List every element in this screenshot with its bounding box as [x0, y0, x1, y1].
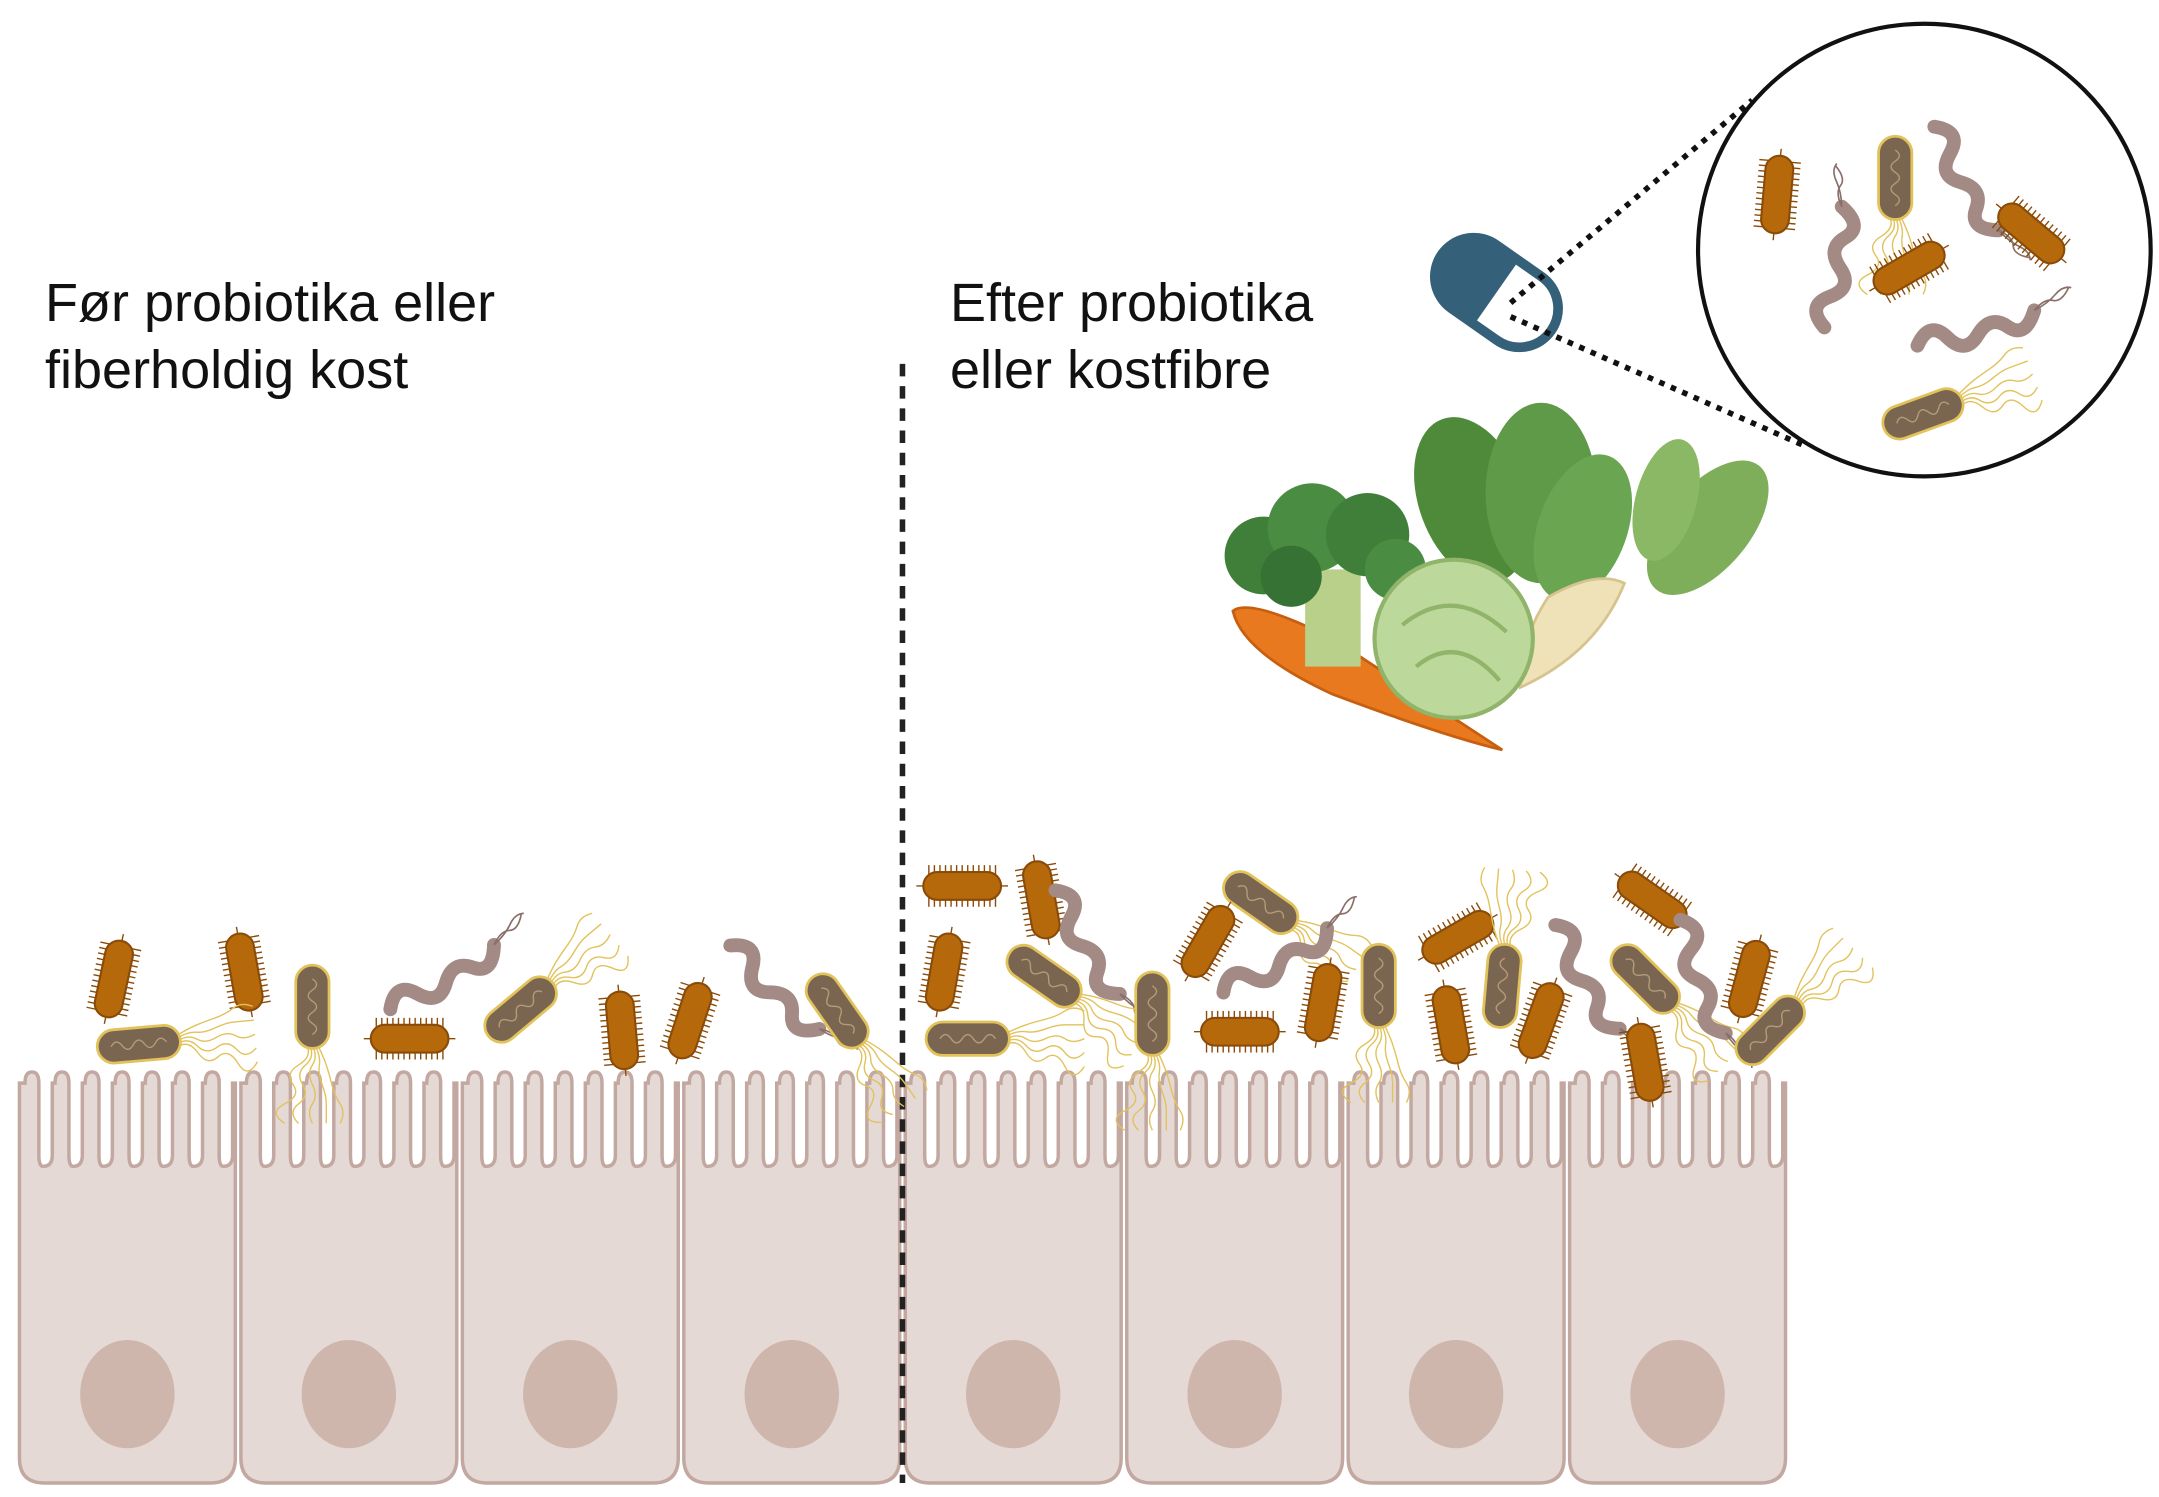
flagellated-bacterium	[1115, 970, 1184, 1131]
rod-bacterium	[1753, 148, 1801, 241]
rod-bacterium	[1417, 902, 1498, 973]
epithelium	[17, 1070, 1788, 1485]
epithelial-cell	[17, 1070, 238, 1485]
flagellated-bacterium	[1881, 347, 2043, 441]
epithelial-cell	[1346, 1070, 1566, 1485]
spiral-bacterium	[383, 912, 524, 1017]
flagellated-bacterium	[1341, 942, 1410, 1104]
rod-bacterium	[1296, 957, 1350, 1048]
spiral-bacterium	[1910, 286, 2072, 353]
parsnip-icon	[1518, 577, 1627, 690]
rod-bacterium	[86, 934, 142, 1024]
epithelial-cell	[1124, 1070, 1345, 1485]
before-label-line1: Før probiotika eller	[45, 273, 496, 333]
flagellated-bacterium	[483, 912, 629, 1044]
rod-bacterium	[1509, 977, 1573, 1064]
nucleus	[744, 1339, 839, 1449]
flagellated-bacterium	[1480, 866, 1549, 1029]
after-label: Efter probiotika eller kostfibre	[950, 270, 1313, 404]
flagellated-bacterium	[1609, 943, 1749, 1083]
rod-bacterium	[1720, 934, 1779, 1024]
spiral-bacterium	[1927, 119, 2032, 261]
flagellated-bacterium	[804, 972, 928, 1124]
after-label-line2: eller kostfibre	[950, 340, 1272, 400]
cabbage-icon	[1372, 557, 1535, 721]
rod-bacterium	[917, 926, 971, 1018]
rod-bacterium	[1172, 901, 1243, 982]
epithelial-cell	[682, 1070, 902, 1485]
rod-bacterium	[659, 976, 721, 1065]
flagellated-bacterium	[95, 1003, 259, 1072]
zoom-line-top	[1508, 97, 1754, 305]
probiotic-capsule-icon	[1429, 232, 1563, 353]
rod-bacterium	[1991, 195, 2071, 272]
nucleus	[1408, 1339, 1504, 1449]
rod-bacterium	[1424, 979, 1478, 1071]
rod-bacterium	[598, 984, 646, 1077]
rod-bacterium	[1618, 1017, 1672, 1108]
bacteria-group	[86, 119, 2072, 1131]
epithelial-cell	[239, 1070, 459, 1485]
nucleus	[1630, 1339, 1725, 1449]
rod-bacterium	[1869, 233, 1950, 304]
rod-bacterium	[363, 1017, 456, 1060]
nucleus	[523, 1339, 618, 1449]
epithelial-cell	[1567, 1070, 1788, 1485]
rod-bacterium	[217, 926, 271, 1018]
epithelial-cell	[903, 1070, 1123, 1485]
flagellated-bacterium	[1734, 927, 1874, 1067]
rod-bacterium	[1612, 863, 1693, 937]
rod-bacterium	[1194, 1010, 1286, 1053]
nucleus	[80, 1339, 175, 1449]
spiral-bacterium	[1809, 162, 1861, 335]
epithelial-cell	[460, 1070, 680, 1485]
nucleus	[965, 1339, 1061, 1449]
flagellated-bacterium	[924, 1007, 1085, 1076]
before-label-line2: fiberholdig kost	[45, 340, 409, 400]
broccoli-icon	[1224, 483, 1426, 667]
before-label: Før probiotika eller fiberholdig kost	[45, 270, 495, 404]
nucleus	[301, 1339, 397, 1449]
rod-bacterium	[916, 865, 1008, 907]
vegetables-illustration	[1224, 402, 1769, 752]
zoom-line-bottom	[1509, 314, 1809, 450]
after-label-line1: Efter probiotika	[950, 273, 1314, 333]
leafy-greens-icon	[1414, 402, 1769, 602]
nucleus	[1187, 1339, 1282, 1449]
flagellated-bacterium	[275, 963, 344, 1124]
spiral-bacterium	[1216, 895, 1357, 1000]
